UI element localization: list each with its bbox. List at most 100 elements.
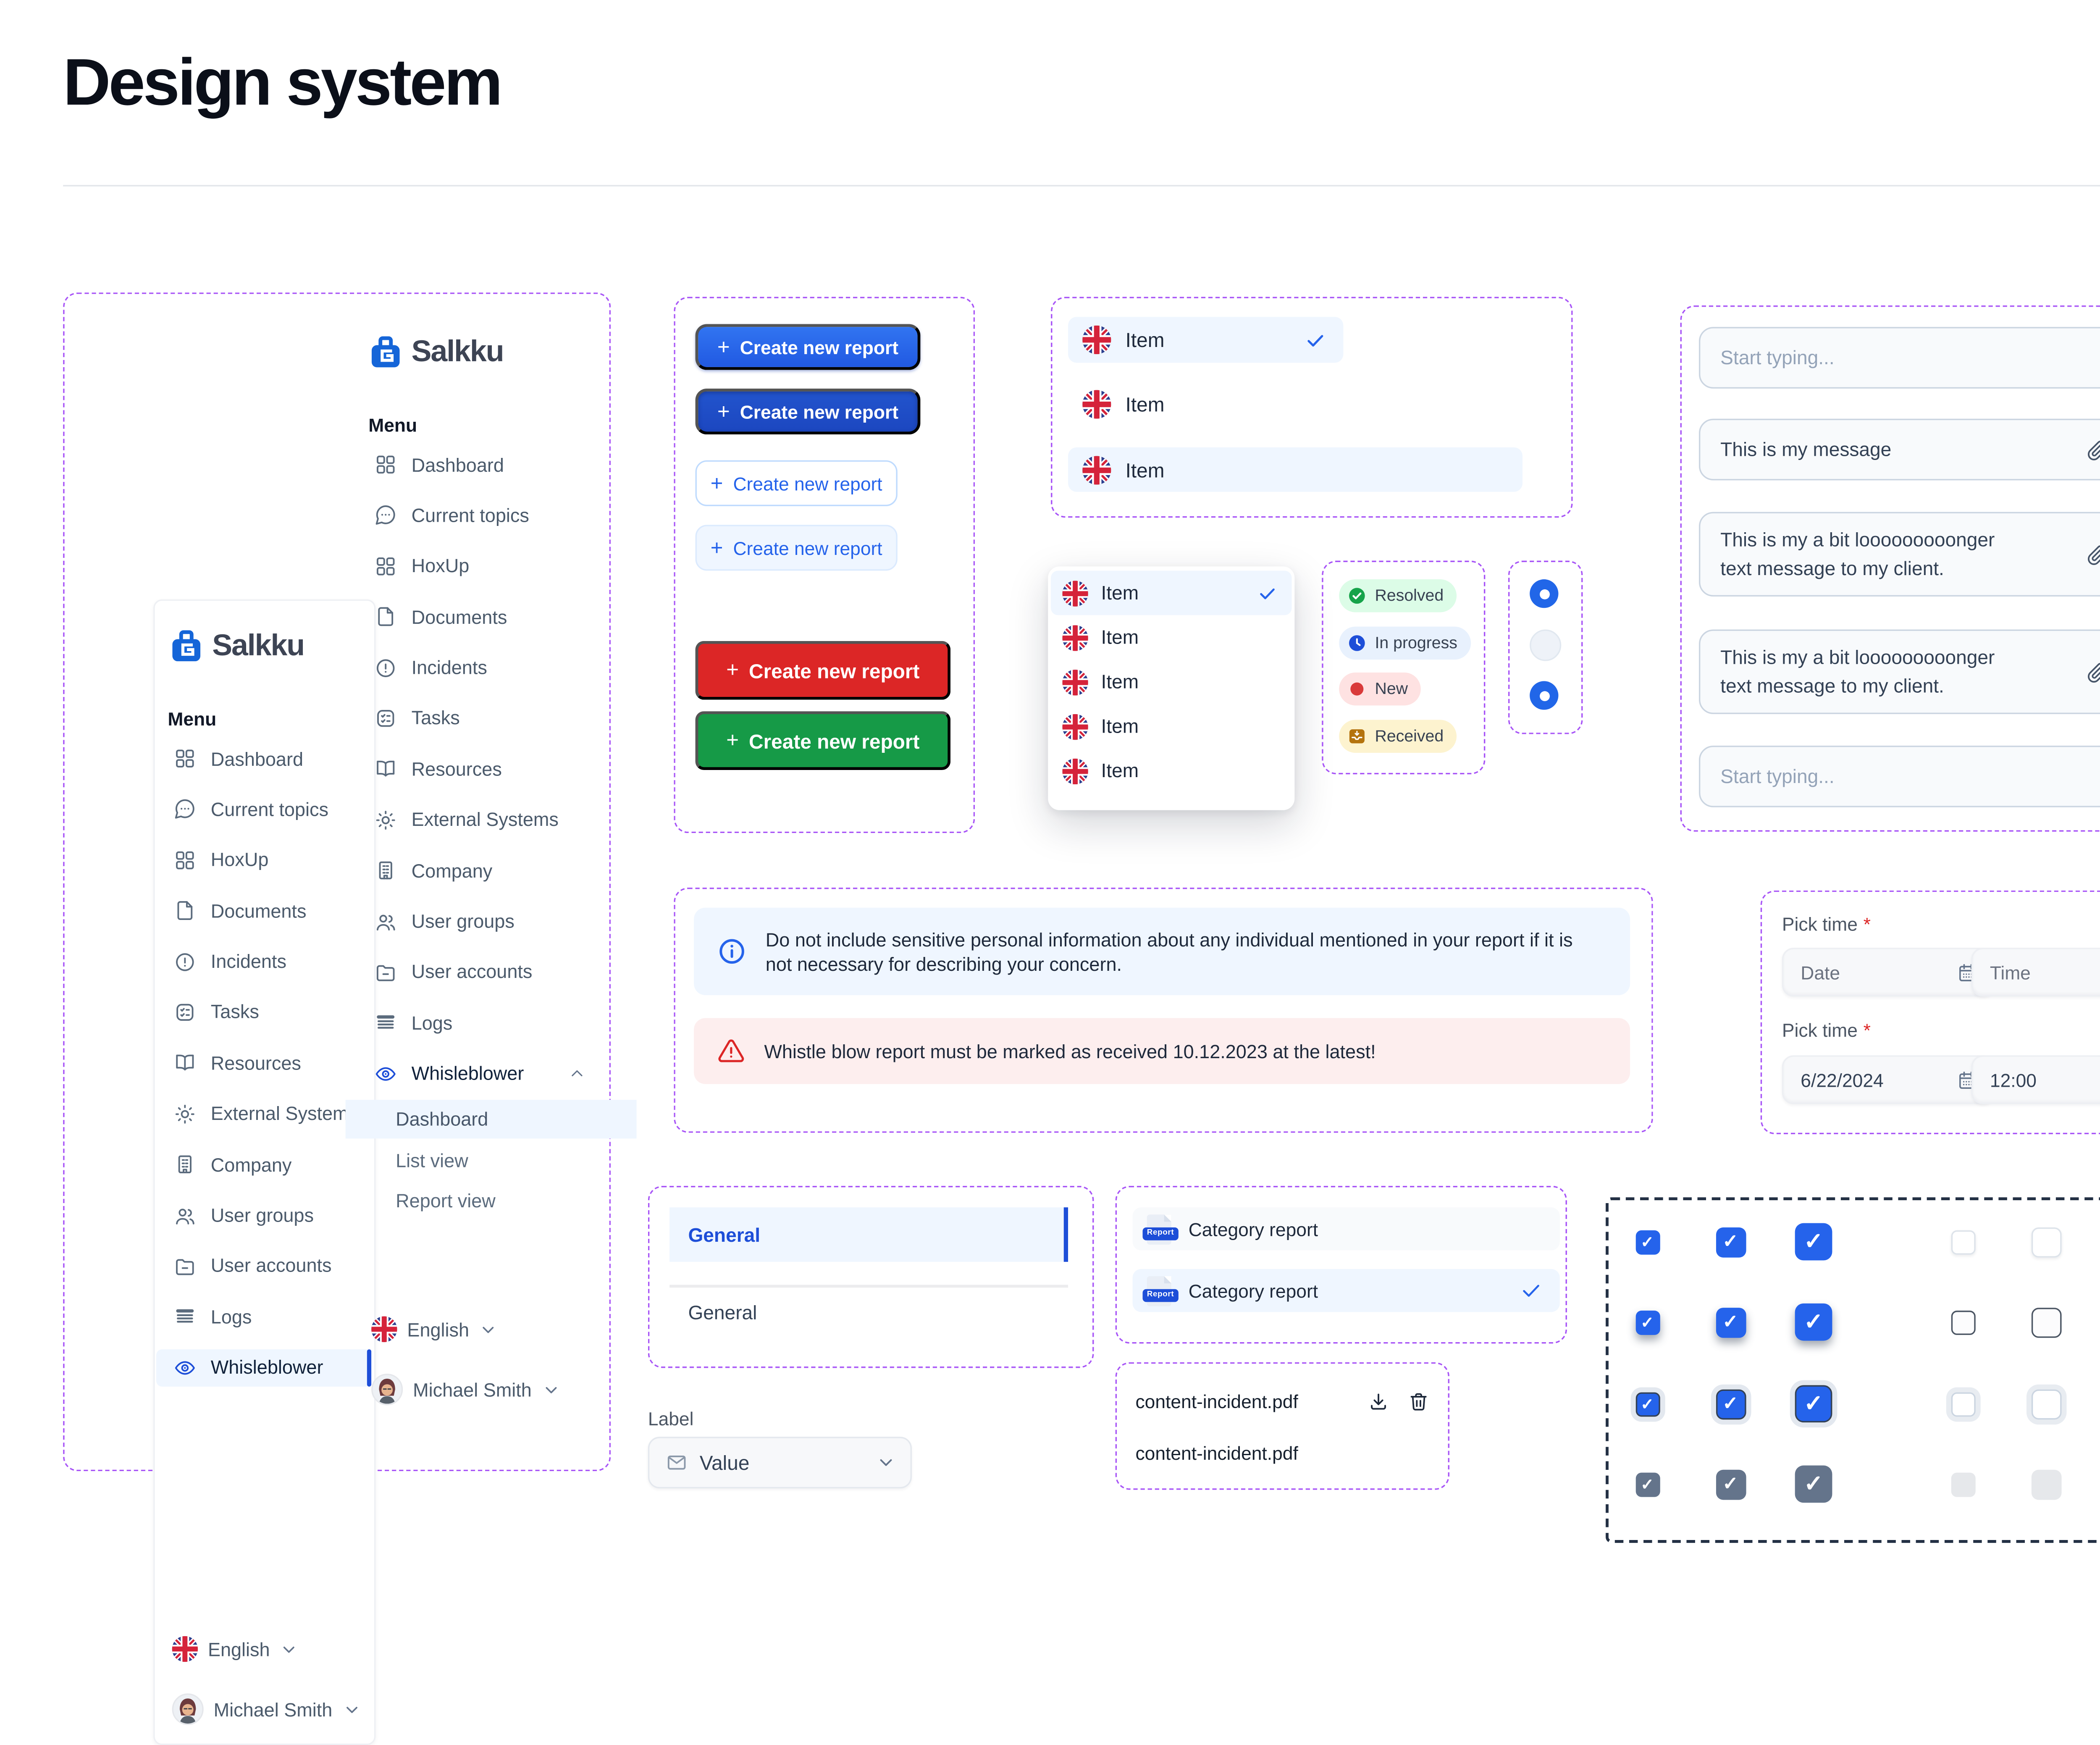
sidebar-item-company[interactable]: Company xyxy=(357,852,601,889)
checkbox-unchecked-focus-sm[interactable] xyxy=(1950,1391,1975,1416)
checkbox-unchecked-disabled-sm xyxy=(1950,1472,1975,1496)
sidebar-item-documents[interactable]: Documents xyxy=(156,892,371,930)
checkbox-unchecked-default-md[interactable] xyxy=(2031,1227,2061,1257)
sidebar-item-whisleblower[interactable]: Whisleblower xyxy=(156,1349,372,1386)
tab-general-active[interactable]: General xyxy=(669,1207,1068,1262)
submenu-item-report-view[interactable]: Report view xyxy=(346,1182,637,1220)
create-report-button-soft[interactable]: +Create new report xyxy=(695,525,898,571)
create-report-button-pressed[interactable]: +Create new report xyxy=(695,389,921,435)
sidebar-item-tasks[interactable]: Tasks xyxy=(357,700,601,737)
checkbox-checked-default-sm[interactable]: ✓ xyxy=(1635,1230,1660,1254)
checkbox-unchecked-default-sm[interactable] xyxy=(1950,1230,1975,1254)
message-placeholder: Start typing... xyxy=(1720,347,1835,368)
language-switcher[interactable]: English xyxy=(172,1636,299,1662)
checkbox-checked-focus-sm[interactable]: ✓ xyxy=(1635,1391,1660,1416)
report-file-icon: Report xyxy=(1142,1275,1179,1306)
message-input[interactable]: This is my a bit looooooooonger text mes… xyxy=(1698,512,2100,597)
checkbox-unchecked-hover-sm[interactable] xyxy=(1950,1310,1975,1335)
tab-divider xyxy=(669,1285,1068,1288)
sidebar-item-logs[interactable]: Logs xyxy=(357,1004,601,1041)
status-badge-in-progress: In progress xyxy=(1339,626,1470,660)
sidebar-item-whisleblower[interactable]: Whisleblower xyxy=(357,1055,601,1092)
checkbox-checked-hover-md[interactable]: ✓ xyxy=(1715,1307,1746,1338)
sidebar-item-current-topics[interactable]: Current topics xyxy=(156,791,371,828)
dropdown-item[interactable]: Item xyxy=(1051,749,1292,793)
sidebar-item-dashboard[interactable]: Dashboard xyxy=(156,740,371,777)
checkbox-checked-default-md[interactable]: ✓ xyxy=(1715,1227,1746,1257)
brand-logo[interactable]: Salkku xyxy=(168,628,305,665)
sidebar-item-current-topics[interactable]: Current topics xyxy=(357,497,601,534)
radio-on[interactable] xyxy=(1530,681,1559,710)
badge-label: Received xyxy=(1375,728,1444,745)
category-report-row-selected[interactable]: Report Category report xyxy=(1132,1269,1560,1312)
submenu-item-dashboard[interactable]: Dashboard xyxy=(345,1100,637,1139)
sidebar-item-company[interactable]: Company xyxy=(156,1146,371,1183)
sidebar-item-incidents[interactable]: Incidents xyxy=(156,943,371,980)
sidebar-item-dashboard[interactable]: Dashboard xyxy=(357,446,601,484)
create-report-button-primary[interactable]: +Create new report xyxy=(695,324,921,370)
paperclip-icon[interactable] xyxy=(2086,660,2100,683)
message-input[interactable]: This is my message xyxy=(1698,418,2100,481)
date-input[interactable]: Date xyxy=(1782,948,1995,997)
checkbox-unchecked-hover-md[interactable] xyxy=(2031,1307,2061,1338)
checkbox-checked-focus-lg[interactable]: ✓ xyxy=(1795,1385,1832,1423)
trash-icon[interactable] xyxy=(1408,1390,1429,1411)
submenu-item-list-view[interactable]: List view xyxy=(346,1141,637,1180)
sidebar-item-user-accounts[interactable]: User accounts xyxy=(156,1247,371,1285)
dropdown-item[interactable]: Item xyxy=(1051,704,1292,749)
tabs-panel xyxy=(648,1185,1094,1368)
sidebar-item-external-systems[interactable]: External Systems xyxy=(156,1095,371,1133)
tab-general-inactive[interactable]: General xyxy=(688,1302,757,1323)
create-report-button-danger[interactable]: +Create new report xyxy=(695,641,951,700)
category-report-row[interactable]: Report Category report xyxy=(1132,1207,1560,1251)
time-value: 12:00 xyxy=(1990,1069,2037,1091)
sidebar-item-external-systems[interactable]: External Systems xyxy=(357,801,601,838)
paperclip-icon[interactable] xyxy=(2086,543,2100,566)
sidebar-item-tasks[interactable]: Tasks xyxy=(156,993,371,1031)
radio-off[interactable] xyxy=(1530,629,1562,661)
value-select[interactable]: Value xyxy=(648,1437,912,1489)
checkbox-checked-focus-md[interactable]: ✓ xyxy=(1715,1388,1746,1419)
document-icon xyxy=(177,901,193,920)
download-icon[interactable] xyxy=(1368,1390,1389,1411)
time-input[interactable]: Time xyxy=(1971,948,2100,997)
sidebar-item-hoxup[interactable]: HoxUp xyxy=(156,841,371,879)
sidebar-item-incidents[interactable]: Incidents xyxy=(357,649,601,686)
radio-on[interactable] xyxy=(1530,579,1559,608)
list-item[interactable]: Item xyxy=(1068,383,1343,426)
list-item-highlighted[interactable]: Item xyxy=(1068,447,1523,492)
pick-time-panel xyxy=(1760,890,2100,1135)
brand-logo[interactable]: Salkku xyxy=(367,334,504,371)
sidebar-item-resources[interactable]: Resources xyxy=(357,750,601,788)
message-input-empty[interactable]: Start typing... xyxy=(1698,746,2100,807)
uk-flag-icon xyxy=(1082,390,1111,418)
message-input-empty[interactable]: Start typing... xyxy=(1698,327,2100,389)
date-input-filled[interactable]: 6/22/2024 xyxy=(1782,1055,1995,1104)
paperclip-icon[interactable] xyxy=(2086,438,2100,461)
list-item-selected[interactable]: Item xyxy=(1068,317,1344,363)
dropdown-item[interactable]: Item xyxy=(1051,615,1292,660)
checkbox-checked-hover-lg[interactable]: ✓ xyxy=(1795,1303,1832,1341)
message-inputs-panel xyxy=(1680,305,2100,832)
message-input[interactable]: This is my a bit looooooooonger text mes… xyxy=(1698,629,2100,714)
dropdown-item[interactable]: Item xyxy=(1051,570,1292,615)
create-report-button-outline[interactable]: +Create new report xyxy=(695,460,898,506)
sidebar-item-user-accounts[interactable]: User accounts xyxy=(357,954,601,991)
avatar xyxy=(172,1693,204,1725)
user-menu[interactable]: Michael Smith xyxy=(172,1693,361,1725)
dropdown-item[interactable]: Item xyxy=(1051,660,1292,704)
sidebar-item-documents[interactable]: Documents xyxy=(357,598,601,636)
checkbox-unchecked-focus-md[interactable] xyxy=(2031,1388,2061,1419)
language-switcher[interactable]: English xyxy=(371,1317,498,1342)
create-report-button-success[interactable]: +Create new report xyxy=(695,711,951,770)
sidebar-item-user-groups[interactable]: User groups xyxy=(357,903,601,940)
sidebar-item-user-groups[interactable]: User groups xyxy=(156,1197,371,1234)
sidebar-item-hoxup[interactable]: HoxUp xyxy=(357,547,601,585)
checkbox-checked-hover-sm[interactable]: ✓ xyxy=(1635,1310,1660,1335)
checkbox-checked-default-lg[interactable]: ✓ xyxy=(1795,1223,1832,1261)
sidebar-item-resources[interactable]: Resources xyxy=(156,1044,371,1082)
user-menu[interactable]: Michael Smith xyxy=(371,1374,560,1406)
sidebar-item-logs[interactable]: Logs xyxy=(156,1298,371,1335)
time-input-filled[interactable]: 12:00 xyxy=(1971,1055,2100,1104)
